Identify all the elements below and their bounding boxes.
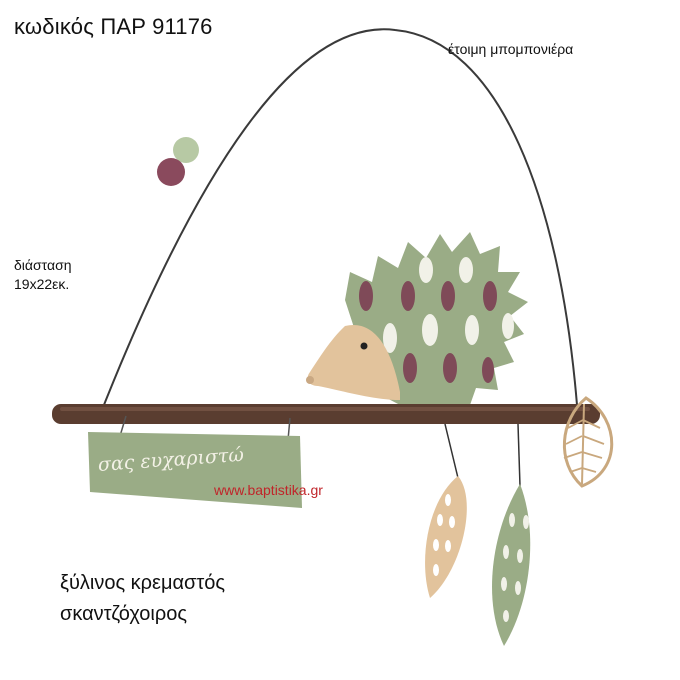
- website-link[interactable]: www.baptistika.gr: [214, 482, 323, 498]
- wooden-leaf: [425, 476, 467, 598]
- dimension-value: 19x22εκ.: [14, 276, 70, 292]
- product-code: κωδικός ΠΑΡ 91176: [14, 14, 213, 39]
- hedgehog: [306, 232, 528, 405]
- hanging-wire: [97, 28, 578, 421]
- hedgehog-nose: [306, 376, 314, 384]
- hedgehog-face: [307, 324, 400, 400]
- dimension-block: διάσταση 19x22εκ.: [14, 256, 72, 294]
- filigree-leaf: [562, 396, 614, 488]
- green-leaf: [492, 484, 531, 646]
- green-bead: [173, 137, 199, 163]
- product-title-line1: ξύλινος κρεμαστός: [60, 572, 226, 594]
- product-title: ξύλινος κρεμαστός σκαντζόχοιρος: [60, 568, 225, 630]
- mauve-bead: [157, 158, 185, 186]
- spike-pattern: [355, 257, 514, 383]
- ready-favor-label: έτοιμη μπομπονιέρα: [448, 41, 574, 57]
- dimension-label: διάσταση: [14, 257, 72, 273]
- product-title-line2: σκαντζόχοιρος: [60, 603, 188, 625]
- hedgehog-eye: [360, 342, 368, 350]
- thank-you-sign: [88, 432, 302, 508]
